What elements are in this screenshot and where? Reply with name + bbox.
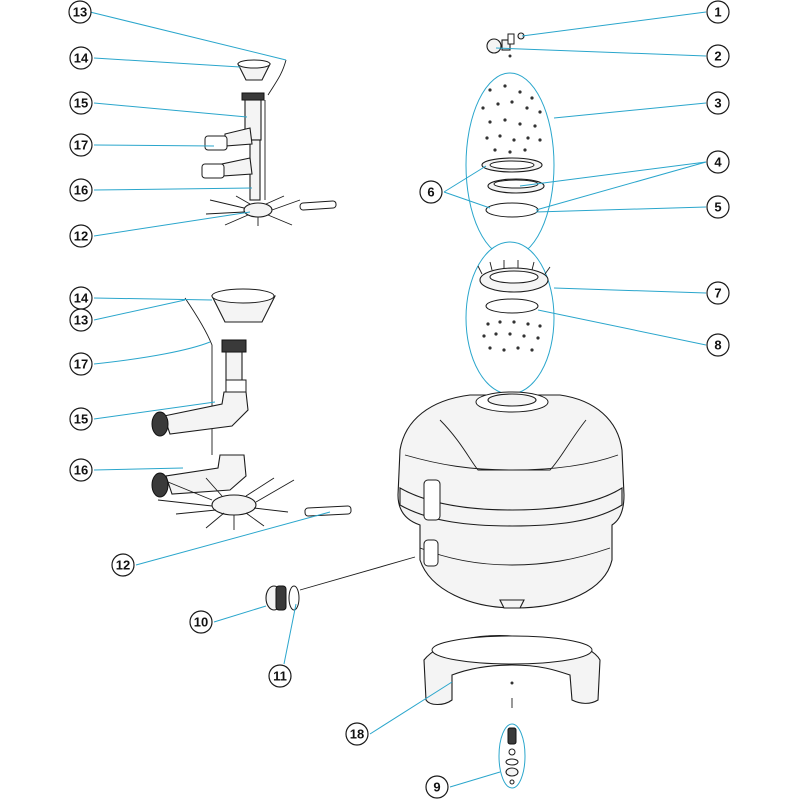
callout-7: 7: [706, 281, 730, 305]
svg-text:12: 12: [74, 229, 88, 244]
lower-elbow: [221, 157, 253, 177]
svg-text:16: 16: [74, 183, 88, 198]
callout-17-lower: 17: [69, 352, 93, 376]
laterals-large: [157, 477, 295, 530]
svg-text:12: 12: [116, 558, 130, 573]
flange-parts-group: [465, 241, 555, 395]
tank-base: [423, 635, 601, 706]
air-bleed-tube-large: [184, 297, 213, 455]
drain-parts: [498, 681, 526, 789]
callout-15-lower: 15: [69, 407, 93, 431]
svg-text:9: 9: [433, 780, 440, 795]
svg-text:1: 1: [714, 5, 721, 20]
callout-14-lower: 14: [69, 286, 93, 310]
callout-9: 9: [425, 775, 449, 799]
callouts: 13 14 15 17 16 12 14 13 17 15 16 12 1 2 …: [68, 0, 730, 799]
svg-text:15: 15: [74, 96, 88, 111]
flange-parts: [477, 260, 551, 352]
callout-8: 8: [706, 333, 730, 357]
svg-text:17: 17: [74, 357, 88, 372]
tank-band: [399, 487, 623, 527]
union-fitting: [265, 556, 416, 611]
svg-text:15: 15: [74, 412, 88, 427]
callout-13-lower: 13: [69, 308, 93, 332]
callout-16-top: 16: [69, 178, 93, 202]
callout-1: 1: [706, 0, 730, 24]
svg-text:14: 14: [74, 291, 89, 306]
lid-parts: [481, 84, 545, 218]
vent-plug-parts: [486, 32, 525, 58]
callout-6: 6: [419, 180, 443, 204]
callout-13-top: 13: [68, 0, 92, 24]
callout-14-top: 14: [69, 46, 93, 70]
laterals: [205, 195, 301, 226]
filter-tank: [397, 391, 625, 609]
svg-text:17: 17: [74, 138, 88, 153]
drain-port: [499, 599, 525, 609]
callout-12-top: 12: [69, 224, 93, 248]
svg-text:2: 2: [714, 49, 721, 64]
svg-text:14: 14: [74, 51, 89, 66]
callout-11: 11: [268, 664, 292, 688]
svg-text:16: 16: [74, 463, 88, 478]
svg-text:13: 13: [74, 313, 88, 328]
callout-3: 3: [706, 91, 730, 115]
upper-elbow-large: [163, 391, 249, 435]
upper-elbow: [224, 127, 253, 147]
internal-assembly-large: [151, 288, 352, 530]
callout-18: 18: [345, 722, 369, 746]
svg-text:11: 11: [273, 669, 287, 684]
callout-17-top: 17: [69, 133, 93, 157]
lid-o-ring: [485, 202, 539, 218]
lateral-hub: [243, 202, 273, 218]
flange-o-ring: [485, 298, 539, 314]
callout-10: 10: [189, 610, 213, 634]
internal-assembly-small: [201, 59, 337, 226]
svg-text:5: 5: [714, 200, 721, 215]
leader-lines: [89, 11, 707, 788]
callout-5: 5: [706, 195, 730, 219]
air-bleed-tube: [267, 59, 287, 96]
svg-text:18: 18: [350, 727, 364, 742]
lateral-hub-large: [211, 494, 257, 516]
callout-4: 4: [706, 150, 730, 174]
svg-text:8: 8: [714, 338, 721, 353]
svg-text:10: 10: [194, 615, 208, 630]
callout-16-lower: 16: [69, 458, 93, 482]
callout-15-top: 15: [69, 91, 93, 115]
svg-text:6: 6: [427, 185, 434, 200]
pipe-collar: [241, 92, 265, 101]
svg-text:3: 3: [714, 96, 721, 111]
callout-2: 2: [706, 44, 730, 68]
svg-text:7: 7: [714, 286, 721, 301]
svg-text:4: 4: [714, 155, 722, 170]
lower-elbow-large: [165, 454, 247, 495]
svg-text:13: 13: [73, 5, 87, 20]
callout-12-lower: 12: [111, 553, 135, 577]
